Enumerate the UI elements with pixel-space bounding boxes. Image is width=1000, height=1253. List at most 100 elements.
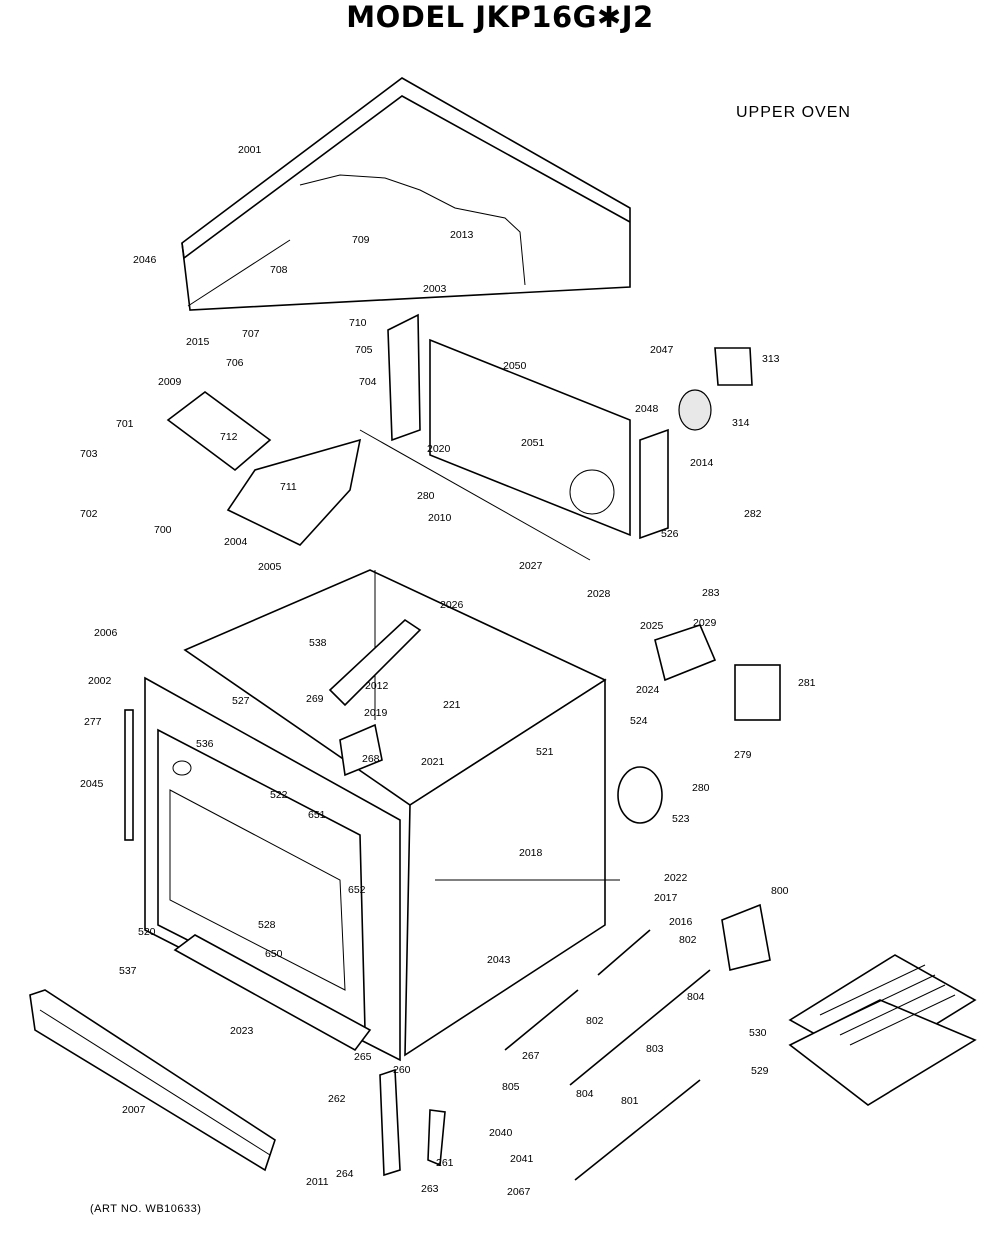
switch-block xyxy=(734,664,781,721)
part-label: 803 xyxy=(646,1043,664,1055)
insulation-panel xyxy=(166,391,272,472)
part-label: 2018 xyxy=(519,847,543,859)
part-label: 2001 xyxy=(238,144,262,156)
part-label: 2026 xyxy=(440,599,464,611)
part-label: 2022 xyxy=(664,872,688,884)
gasket-strip xyxy=(124,709,134,841)
part-label: 711 xyxy=(280,481,297,493)
part-label: 2004 xyxy=(224,536,248,548)
part-label: 2006 xyxy=(94,627,118,639)
part-label: 280 xyxy=(417,490,435,502)
part-label: 2002 xyxy=(88,675,112,687)
part-label: 706 xyxy=(226,357,244,369)
part-label: 801 xyxy=(621,1095,639,1107)
part-label: 2014 xyxy=(690,457,714,469)
part-label: 802 xyxy=(586,1015,604,1027)
heating-rod xyxy=(597,929,651,976)
part-label: 281 xyxy=(798,677,816,689)
part-label: 537 xyxy=(119,965,137,977)
part-label: 282 xyxy=(744,508,762,520)
part-label: 2047 xyxy=(650,344,674,356)
heating-rod xyxy=(574,1079,701,1181)
latch-plate xyxy=(379,1068,401,1177)
part-label: 522 xyxy=(270,789,288,801)
rear-panel xyxy=(387,313,631,537)
part-label: 2003 xyxy=(423,283,447,295)
part-label: 804 xyxy=(687,991,705,1003)
part-label: 2046 xyxy=(133,254,157,266)
part-label: 283 xyxy=(702,587,720,599)
part-label: 2005 xyxy=(258,561,282,573)
part-label: 526 xyxy=(661,528,679,540)
part-label: 2016 xyxy=(669,916,693,928)
part-label: 536 xyxy=(196,738,214,750)
part-label: 650 xyxy=(265,948,283,960)
part-label: 280 xyxy=(692,782,710,794)
shelf-support xyxy=(328,618,422,707)
part-label: 524 xyxy=(630,715,648,727)
part-label: 2028 xyxy=(587,588,611,600)
part-label: 2013 xyxy=(450,229,474,241)
section-title: UPPER OVEN xyxy=(736,104,851,121)
side-panel xyxy=(639,428,669,540)
part-label: 263 xyxy=(421,1183,439,1195)
part-label: 2015 xyxy=(186,336,210,348)
part-label: 2021 xyxy=(421,756,445,768)
part-label: 527 xyxy=(232,695,250,707)
part-label: 2045 xyxy=(80,778,104,790)
broiler-pan xyxy=(788,954,977,1106)
part-label: 712 xyxy=(220,431,238,443)
part-label: 521 xyxy=(536,746,554,758)
art-number: (ART NO. WB10633) xyxy=(90,1203,202,1215)
part-label: 805 xyxy=(502,1081,520,1093)
duct-cover xyxy=(654,624,717,682)
part-label: 707 xyxy=(242,328,260,340)
part-label: 2050 xyxy=(503,360,527,372)
part-label: 2009 xyxy=(158,376,182,388)
part-label: 2025 xyxy=(640,620,664,632)
part-label: 2011 xyxy=(306,1176,329,1188)
part-label: 261 xyxy=(436,1157,454,1169)
bottom-trim xyxy=(173,934,372,1052)
part-label: 529 xyxy=(751,1065,769,1077)
part-label: 804 xyxy=(576,1088,594,1100)
part-label: 2012 xyxy=(365,680,389,692)
part-label: 538 xyxy=(309,637,327,649)
vent-cover xyxy=(339,723,383,777)
part-label: 528 xyxy=(258,919,276,931)
part-label: 2040 xyxy=(489,1127,513,1139)
part-label: 652 xyxy=(348,884,366,896)
part-label: 703 xyxy=(80,448,98,460)
latch-lever xyxy=(427,1109,446,1167)
part-label: 269 xyxy=(306,693,324,705)
heating-rod xyxy=(569,969,711,1086)
oven-door-frame xyxy=(144,676,401,1062)
part-label: 279 xyxy=(734,749,752,761)
model-title: MODEL JKP16G✱J2 xyxy=(346,0,654,34)
oven-cavity xyxy=(183,429,620,1057)
part-label: 268 xyxy=(362,753,380,765)
lock-bracket xyxy=(721,903,771,971)
part-labels: 2001201320467097082015707710200320473137… xyxy=(80,144,816,1198)
part-label: 800 xyxy=(771,885,789,897)
part-label: 2019 xyxy=(364,707,388,719)
part-label: 2023 xyxy=(230,1025,254,1037)
part-label: 2043 xyxy=(487,954,511,966)
part-label: 523 xyxy=(672,813,690,825)
part-label: 221 xyxy=(443,699,461,711)
fan-housing xyxy=(617,766,663,824)
part-label: 260 xyxy=(393,1064,411,1076)
part-label: 708 xyxy=(270,264,288,276)
part-label: 2029 xyxy=(693,617,717,629)
part-label: 2051 xyxy=(521,437,545,449)
part-label: 2017 xyxy=(654,892,678,904)
part-label: 277 xyxy=(84,716,102,728)
part-label: 265 xyxy=(354,1051,372,1063)
part-label: 2041 xyxy=(510,1153,534,1165)
part-label: 704 xyxy=(359,376,377,388)
part-label: 702 xyxy=(80,508,98,520)
part-label: 313 xyxy=(762,353,780,365)
part-label: 264 xyxy=(336,1168,354,1180)
part-label: 520 xyxy=(138,926,156,938)
